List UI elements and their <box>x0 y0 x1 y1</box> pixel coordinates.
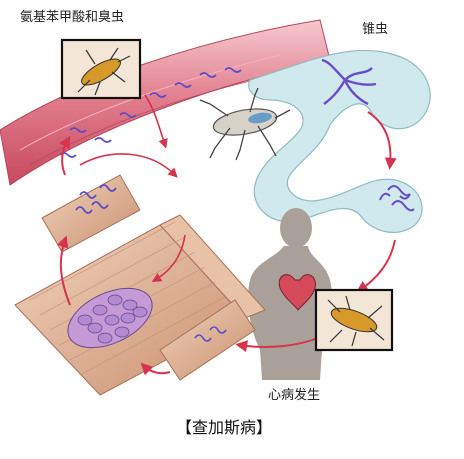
heart-icon <box>278 274 316 311</box>
diagram-title: 【查加斯病】 <box>176 418 273 437</box>
arrow-5 <box>56 235 71 306</box>
vessel-parasites <box>59 67 242 158</box>
bug-inset-bottom <box>314 288 394 352</box>
trypanosome-form <box>248 49 431 234</box>
bug-inset-top <box>60 38 142 100</box>
muscle-tissue-small <box>41 174 141 253</box>
arrow-1 <box>367 111 397 170</box>
arrow-6 <box>59 135 71 176</box>
trypanosome-cluster <box>321 58 377 106</box>
heart-disease-label: 心病发生 <box>268 388 321 403</box>
arrow-2 <box>356 239 396 293</box>
amino-acid-bug-label: 氨基苯甲酸和臭虫 <box>20 10 125 25</box>
assassin-bug <box>199 87 291 161</box>
arrow-3 <box>235 337 319 353</box>
cycle-arrows <box>56 111 397 376</box>
muscle-tissue-bottom <box>159 299 256 381</box>
inner-cycle-arrows <box>79 153 186 282</box>
arrow-4 <box>140 362 171 376</box>
muscle-tissue-large <box>14 214 266 396</box>
trypanosome-cluster-2 <box>379 185 415 212</box>
trypanosome-label: 锥虫 <box>362 22 389 37</box>
arrow-into-tissue <box>144 94 168 149</box>
amastigote-cluster <box>67 287 153 349</box>
